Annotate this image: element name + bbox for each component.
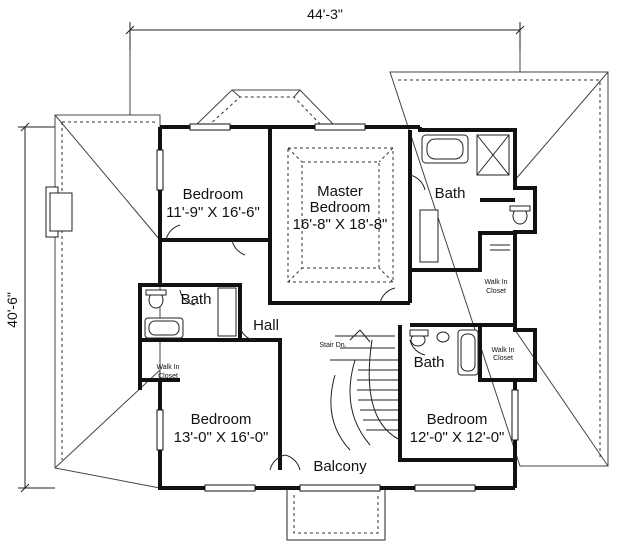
tray-ceiling <box>287 147 394 283</box>
master-bedroom-label-2: Bedroom <box>310 199 371 216</box>
stair-label: Stair Dn. <box>319 342 346 349</box>
bedroom-se-label: Bedroom <box>427 411 488 428</box>
master-bath-label: Bath <box>435 185 466 202</box>
walkin-east-upper-line1: Walk In <box>484 279 507 286</box>
roof-outline <box>45 50 609 489</box>
balcony-railing <box>286 490 386 541</box>
master-bedroom-size: 16'-8" X 18'-8" <box>293 216 388 233</box>
staircase <box>330 329 401 451</box>
walkin-east-lower-line2: Closet <box>493 355 513 362</box>
walkin-east-lower-line1: Walk In <box>491 347 514 354</box>
walkin-west-line2: Closet <box>158 373 178 380</box>
walkin-west-line1: Walk In <box>156 364 179 371</box>
doors <box>165 174 426 471</box>
balcony-label: Balcony <box>313 458 367 475</box>
west-bath-label: Bath <box>181 291 212 308</box>
walkin-east-upper-line2: Closet <box>486 288 506 295</box>
hall-label: Hall <box>253 317 279 334</box>
bedroom-sw-label: Bedroom <box>191 411 252 428</box>
bedroom-se-size: 12'-0" X 12'-0" <box>410 429 505 446</box>
bedroom-nw-size: 11'-9" X 16'-6" <box>166 204 260 221</box>
width-dimension-label: 44'-3" <box>307 6 343 22</box>
bath-fixtures <box>144 134 531 376</box>
windows <box>156 123 519 492</box>
depth-dimension-label: 40'-6" <box>4 292 20 328</box>
depth-dimension <box>18 122 55 493</box>
bedroom-nw-label: Bedroom <box>183 186 244 203</box>
master-bedroom-label-1: Master <box>317 183 363 200</box>
width-dimension <box>125 22 525 50</box>
bedroom-sw-size: 13'-0" X 16'-0" <box>174 429 269 446</box>
interior-walls <box>138 127 515 470</box>
east-bath-label: Bath <box>414 354 445 371</box>
